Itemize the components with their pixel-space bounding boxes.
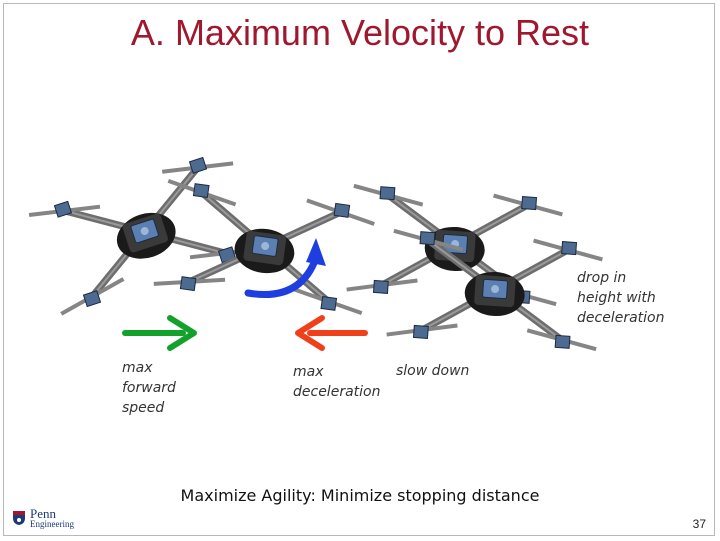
slide-frame (3, 3, 715, 536)
quadrotor-1 (29, 149, 261, 315)
slide-title: A. Maximum Velocity to Rest (130, 12, 590, 53)
label-max-forward-speed: max forward speed (122, 360, 176, 416)
label-drop-in-height: drop in height with deceleration (577, 270, 665, 326)
slide-number: 37 (692, 517, 706, 531)
label-slow-down: slow down (396, 363, 470, 379)
quadrotor-4 (387, 230, 604, 350)
shield-icon (13, 511, 25, 525)
rotation-arrow-icon (244, 238, 326, 298)
label-max-deceleration: max deceleration (293, 364, 381, 400)
deceleration-arrow-icon (295, 315, 368, 351)
slide-subtitle: Maximize Agility: Minimize stopping dist… (180, 486, 540, 505)
quadrotor-3 (347, 185, 564, 305)
forward-arrow-icon (122, 315, 197, 351)
